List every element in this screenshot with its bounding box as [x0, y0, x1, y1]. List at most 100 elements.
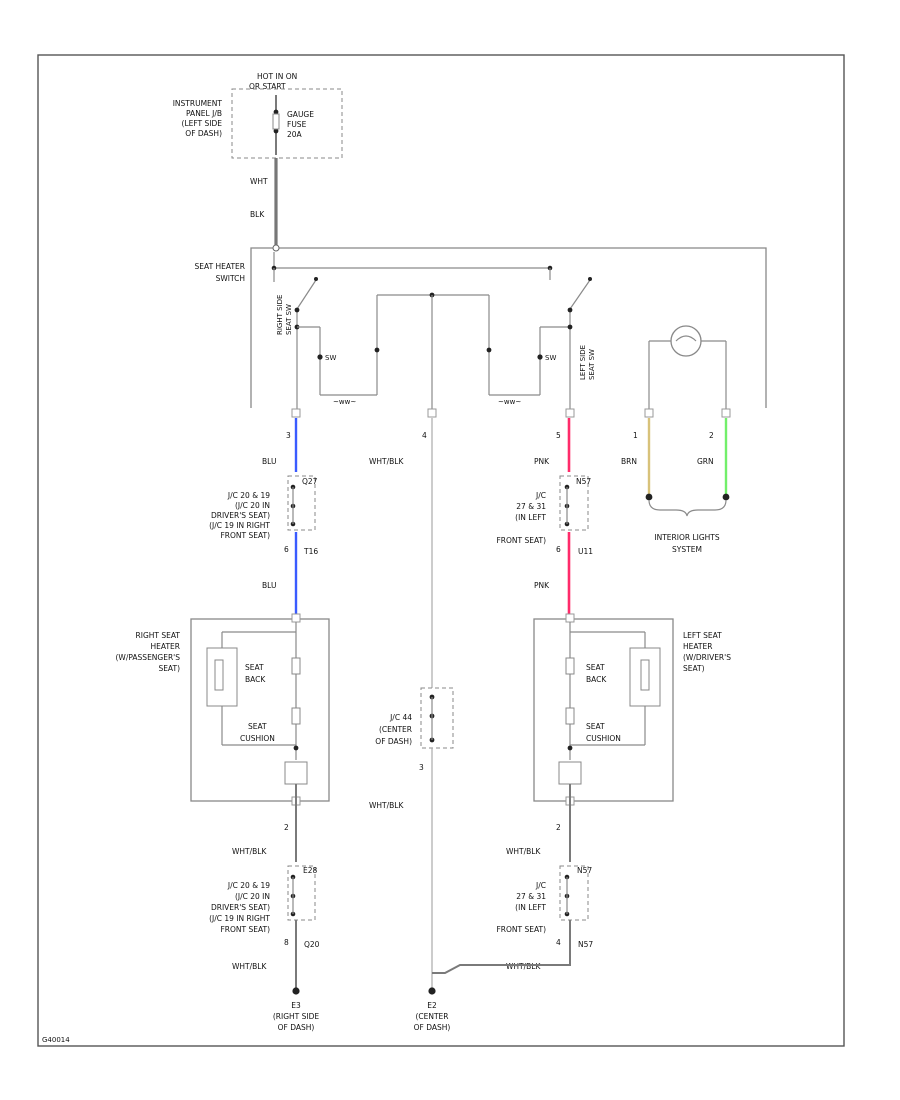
illumination-lamp	[670, 325, 702, 357]
svg-text:20A: 20A	[287, 130, 303, 139]
svg-text:(W/PASSENGER'S: (W/PASSENGER'S	[116, 653, 181, 662]
left-heater-label: LEFT SEAT	[683, 631, 722, 640]
svg-text:27 & 31: 27 & 31	[516, 892, 546, 901]
right-jc-label: J/C 20 & 19	[227, 491, 270, 500]
left-lower-jc-label: J/C	[535, 881, 546, 890]
left-lower-jc-dashed	[559, 865, 589, 921]
svg-text:SWITCH: SWITCH	[216, 274, 245, 283]
right-seat-switch-blade	[296, 279, 317, 310]
svg-text:(J/C 20 IN: (J/C 20 IN	[235, 892, 270, 901]
left-seat-switch-label: LEFT SIDE	[579, 345, 587, 380]
right-lower-jc-label: J/C 20 & 19	[227, 881, 270, 890]
green-color-label: GRN	[697, 457, 714, 466]
blue-color-lower: BLU	[262, 581, 276, 590]
right-switch-contact-label: SW	[325, 354, 336, 362]
pin-bri-2: 2	[709, 431, 714, 440]
center-jc-dashed	[420, 687, 454, 749]
svg-text:DRIVER'S SEAT): DRIVER'S SEAT)	[211, 511, 270, 520]
ip-jb-label: INSTRUMENT	[173, 99, 223, 108]
svg-text:FRONT SEAT): FRONT SEAT)	[220, 925, 270, 934]
svg-text:HEATER: HEATER	[151, 642, 180, 651]
switch-label: SEAT HEATER	[195, 262, 245, 271]
right-seat-switch-label: RIGHT SIDE	[276, 295, 284, 335]
svg-text:(J/C 19 IN RIGHT: (J/C 19 IN RIGHT	[209, 914, 270, 923]
right-gnd-pin: 8	[284, 938, 289, 947]
left-gnd-upper: N57	[577, 866, 592, 875]
svg-text:CUSHION: CUSHION	[586, 734, 621, 743]
right-ground-point	[292, 987, 300, 995]
figure-code: G40014	[42, 1036, 70, 1044]
svg-text:OF DASH): OF DASH)	[414, 1023, 451, 1032]
svg-text:FUSE: FUSE	[287, 120, 307, 129]
svg-text:FRONT SEAT): FRONT SEAT)	[496, 536, 546, 545]
right-conn-lower: T16	[303, 547, 318, 556]
feed-color-1: WHT	[250, 177, 268, 186]
pink-color-upper: PNK	[534, 457, 550, 466]
left-conn-lower: U11	[578, 547, 593, 556]
left-switch-bottom-mark: ~ww~	[498, 398, 521, 406]
left-pin-upper: 6	[556, 545, 561, 554]
svg-text:SEAT): SEAT)	[683, 664, 705, 673]
interior-lights-label: INTERIOR LIGHTS	[654, 533, 719, 542]
right-gnd-upper: E28	[303, 866, 318, 875]
svg-text:BACK: BACK	[245, 675, 266, 684]
svg-text:FRONT SEAT): FRONT SEAT)	[220, 531, 270, 540]
svg-text:SEAT SW: SEAT SW	[285, 304, 293, 335]
left-ground-wire	[432, 920, 571, 974]
switch-output-pins	[291, 408, 731, 418]
hot-label-2: OR START	[249, 82, 286, 91]
pin-bri-1: 1	[633, 431, 638, 440]
fuse-terminal-bottom	[273, 128, 279, 134]
svg-text:DRIVER'S SEAT): DRIVER'S SEAT)	[211, 903, 270, 912]
center-jc-label: J/C 44	[389, 713, 412, 722]
ground-e2-label: E2	[427, 1001, 437, 1010]
center-color-upper: WHT/BLK	[369, 457, 404, 466]
right-gnd-color: WHT/BLK	[232, 847, 267, 856]
left-thermostat	[558, 761, 582, 785]
brown-color-label: BRN	[621, 457, 637, 466]
svg-text:(IN LEFT: (IN LEFT	[515, 513, 546, 522]
left-back-label: SEAT	[586, 663, 605, 672]
hot-label: HOT IN ON	[257, 72, 297, 81]
left-gnd-color: WHT/BLK	[506, 847, 541, 856]
svg-text:(W/DRIVER'S: (W/DRIVER'S	[683, 653, 731, 662]
left-switch-contact-label: SW	[545, 354, 556, 362]
left-seat-switch-blade	[569, 279, 591, 310]
svg-text:(CENTER: (CENTER	[379, 725, 412, 734]
svg-text:(RIGHT SIDE: (RIGHT SIDE	[273, 1012, 320, 1021]
right-back-label: SEAT	[245, 663, 264, 672]
center-jc-pin: 3	[419, 763, 424, 772]
right-seat-switch-contact	[294, 307, 300, 313]
left-gnd-pin: 4	[556, 938, 561, 947]
svg-text:FRONT SEAT): FRONT SEAT)	[496, 925, 546, 934]
svg-text:PANEL J/B: PANEL J/B	[186, 109, 222, 118]
pink-color-lower: PNK	[534, 581, 550, 590]
svg-text:OF DASH): OF DASH)	[375, 737, 412, 746]
svg-text:OF DASH): OF DASH)	[185, 129, 222, 138]
right-heater-pin-2: 2	[284, 823, 289, 832]
right-thermostat	[284, 761, 308, 785]
right-seat-heater-box	[190, 618, 330, 802]
switch-input-terminal	[272, 244, 280, 252]
left-cushion-label: SEAT	[586, 722, 605, 731]
svg-text:27 & 31: 27 & 31	[516, 502, 546, 511]
right-cushion-label: SEAT	[248, 722, 267, 731]
left-jc-label: J/C	[535, 491, 546, 500]
left-gnd-lower: N57	[578, 940, 593, 949]
fuse-box-dashed	[231, 88, 343, 159]
svg-text:SEAT): SEAT)	[158, 664, 180, 673]
right-lower-jc-dashed	[287, 865, 316, 921]
svg-text:(CENTER: (CENTER	[415, 1012, 448, 1021]
feed-color-2: BLK	[250, 210, 265, 219]
fuse-element	[272, 113, 280, 130]
right-gnd-lower: Q20	[304, 940, 320, 949]
pin-center-top: 4	[422, 431, 427, 440]
svg-text:BACK: BACK	[586, 675, 607, 684]
svg-text:(IN LEFT: (IN LEFT	[515, 903, 546, 912]
pin-left-top: 5	[556, 431, 561, 440]
switch-enclosure	[250, 247, 767, 408]
left-jc-dashed	[559, 475, 589, 531]
interior-lights-bracket	[648, 499, 727, 517]
pin-right-top: 3	[286, 431, 291, 440]
